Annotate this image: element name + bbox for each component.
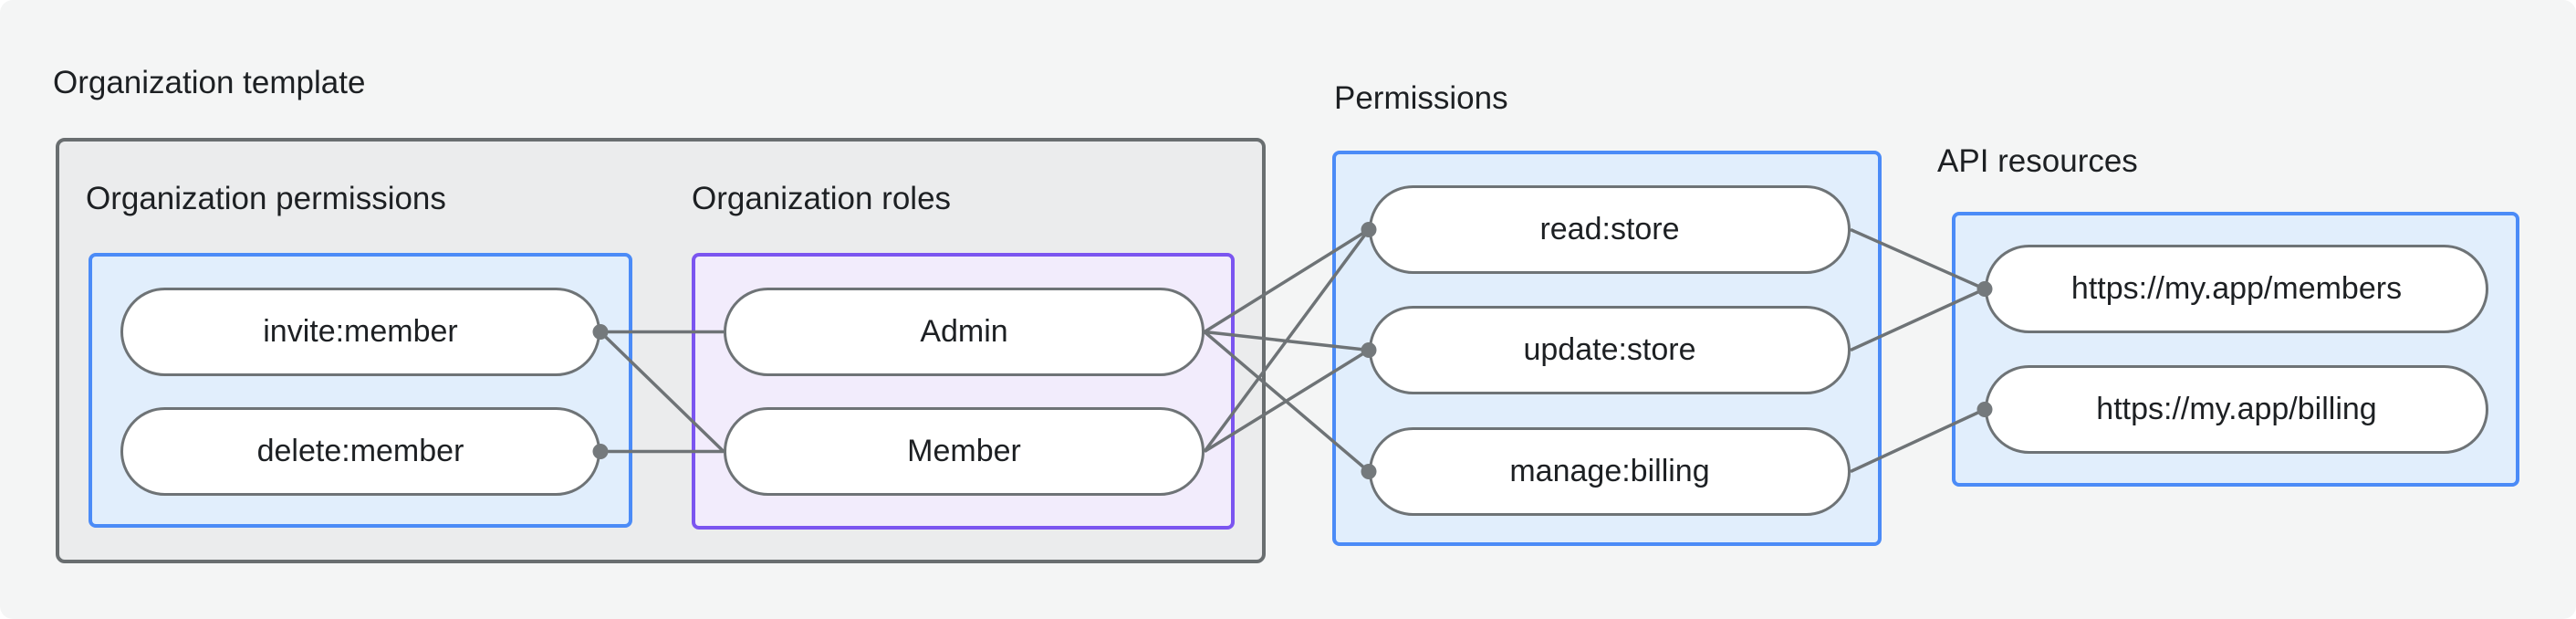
api-resources-heading: API resources: [1937, 143, 2138, 179]
pill-update-store: update:store: [1369, 306, 1851, 394]
pill-member-role: Member: [724, 407, 1205, 496]
pill-admin-role: Admin: [724, 288, 1205, 376]
pill-read-store: read:store: [1369, 185, 1851, 274]
pill-invite-member: invite:member: [120, 288, 600, 376]
pill-manage-billing: manage:billing: [1369, 427, 1851, 516]
organization-permissions-heading: Organization permissions: [86, 181, 446, 216]
pill-billing-api-url: https://my.app/billing: [1985, 365, 2488, 454]
permissions-heading: Permissions: [1334, 80, 1508, 116]
pill-delete-member: delete:member: [120, 407, 600, 496]
pill-members-api-url: https://my.app/members: [1985, 245, 2488, 333]
organization-template-heading: Organization template: [53, 65, 366, 100]
organization-roles-heading: Organization roles: [692, 181, 952, 216]
